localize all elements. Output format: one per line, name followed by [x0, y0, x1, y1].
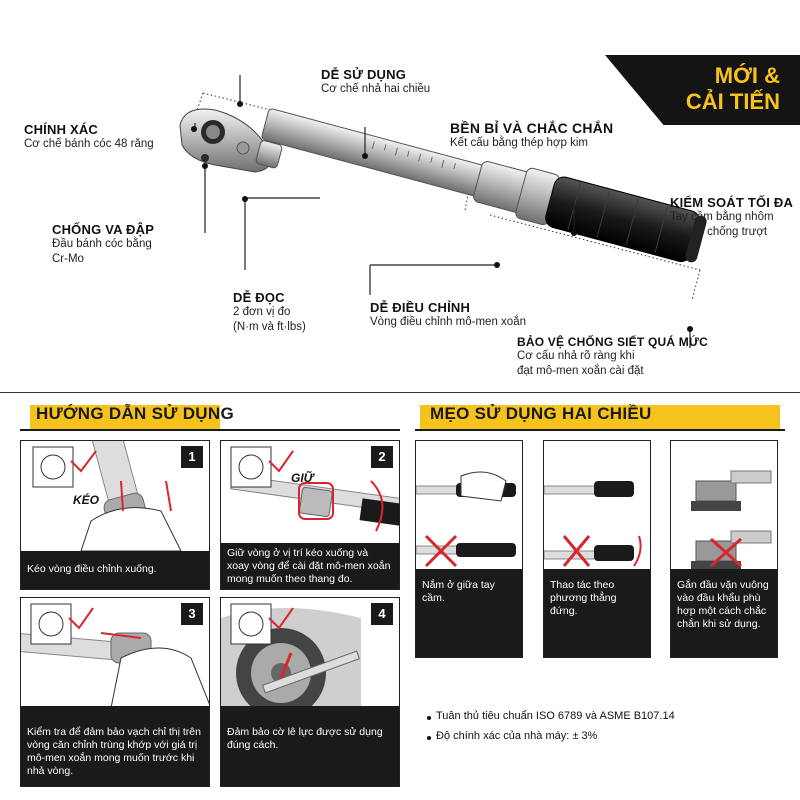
bullet-protect: [687, 326, 693, 332]
feature-durable: BỀN BỈ VÀ CHẮC CHẮN Kết cấu bằng thép hợ…: [450, 120, 614, 149]
feature-easy-use: DỄ SỬ DỤNG Cơ chế nhả hai chiều: [321, 67, 431, 95]
tip-2-caption: Thao tác theo phương thẳng đứng.: [544, 569, 650, 657]
tip-3: Gắn đầu vặn vuông vào đầu khẩu phù hợp m…: [670, 440, 778, 658]
step-3-caption: Kiểm tra để đảm bảo vạch chỉ thị trên vò…: [21, 706, 209, 786]
bullet-durable: [362, 153, 368, 159]
tip-1-caption: Nắm ở giữa tay cầm.: [416, 569, 522, 657]
guide-step-3: 3 Kiểm tra để đảm bảo vạch chỉ thị trên …: [20, 597, 210, 787]
bullet-impact: [202, 163, 208, 169]
step-4-number: 4: [371, 603, 393, 625]
tips-underline: [415, 429, 785, 431]
guide-step-1: 1 KÉO Kéo vòng điều chỉnh xuống.: [20, 440, 210, 590]
feature-protect: BẢO VỆ CHỐNG SIẾT QUÁ MỨC Cơ cấu nhả rõ …: [517, 335, 708, 377]
step-3-illustration: [21, 603, 209, 708]
tips-title: MẸO SỬ DỤNG HAI CHIỀU: [430, 404, 652, 423]
bullet-read: [242, 196, 248, 202]
section-divider: [0, 392, 800, 393]
bullet-control: [571, 230, 577, 236]
tip-2: Thao tác theo phương thẳng đứng.: [543, 440, 651, 658]
guide-step-4: 4 Đảm bảo cờ lê lực được sử dụng đúng cá…: [220, 597, 400, 787]
standard-line-1: Tuân thủ tiêu chuẩn ISO 6789 và ASME B10…: [436, 710, 675, 722]
step-2-tag: GIỮ: [291, 471, 314, 485]
guide-underline: [20, 429, 400, 431]
torque-wrench-illustration: [179, 75, 707, 348]
feature-accurate: CHÍNH XÁC Cơ chế bánh cóc 48 răng: [24, 122, 154, 150]
step-1-illustration: [32, 441, 182, 551]
step-1-tag: KÉO: [73, 493, 100, 507]
step-1-number: 1: [181, 446, 203, 468]
bullet-easy-use: [237, 101, 243, 107]
step-4-illustration: [221, 603, 361, 708]
tip-2-illustration: [544, 481, 642, 567]
bullet-adjust: [494, 262, 500, 268]
guide-title: HƯỚNG DẪN SỬ DỤNG: [36, 404, 234, 423]
step-2-caption: Giữ vòng ở vị trí kéo xuống và xoay vòng…: [221, 543, 399, 589]
feature-read: DỄ ĐỌC 2 đơn vị đo (N·m và ft·lbs): [233, 290, 306, 333]
feature-adjust: DỄ ĐIỀU CHỈNH Vòng điều chỉnh mô-men xoắ…: [370, 300, 526, 328]
step-2-number: 2: [371, 446, 393, 468]
feature-control: KIỂM SOÁT TỐI ĐA Tay cầm bằng nhôm có vâ…: [670, 195, 794, 238]
tip-3-caption: Gắn đầu vặn vuông vào đầu khẩu phù hợp m…: [671, 569, 777, 657]
tip-1-illustration: [416, 471, 516, 568]
tips-header-bar: [420, 405, 780, 430]
step-2-illustration: [230, 446, 399, 532]
tip-1: Nắm ở giữa tay cầm.: [415, 440, 523, 658]
step-1-caption: Kéo vòng điều chỉnh xuống.: [21, 551, 209, 589]
step-4-caption: Đảm bảo cờ lê lực được sử dụng đúng cách…: [221, 706, 399, 786]
standard-bullet-2: [427, 736, 431, 740]
badge-text: MỚI & CẢI TIẾN: [685, 63, 780, 114]
bullet-accurate: [191, 126, 197, 132]
guide-header-bar: [30, 405, 220, 430]
feature-impact: CHỐNG VA ĐẬP Đầu bánh cóc bằng Cr-Mo: [52, 222, 155, 265]
step-3-number: 3: [181, 603, 203, 625]
tip-3-illustration: [691, 470, 772, 569]
guide-step-2: 2 GIỮ Giữ vòng ở vị trí kéo xuống và xoa…: [220, 440, 400, 590]
standard-line-2: Độ chính xác của nhà máy: ± 3%: [436, 730, 598, 742]
standard-bullet-1: [427, 716, 431, 720]
